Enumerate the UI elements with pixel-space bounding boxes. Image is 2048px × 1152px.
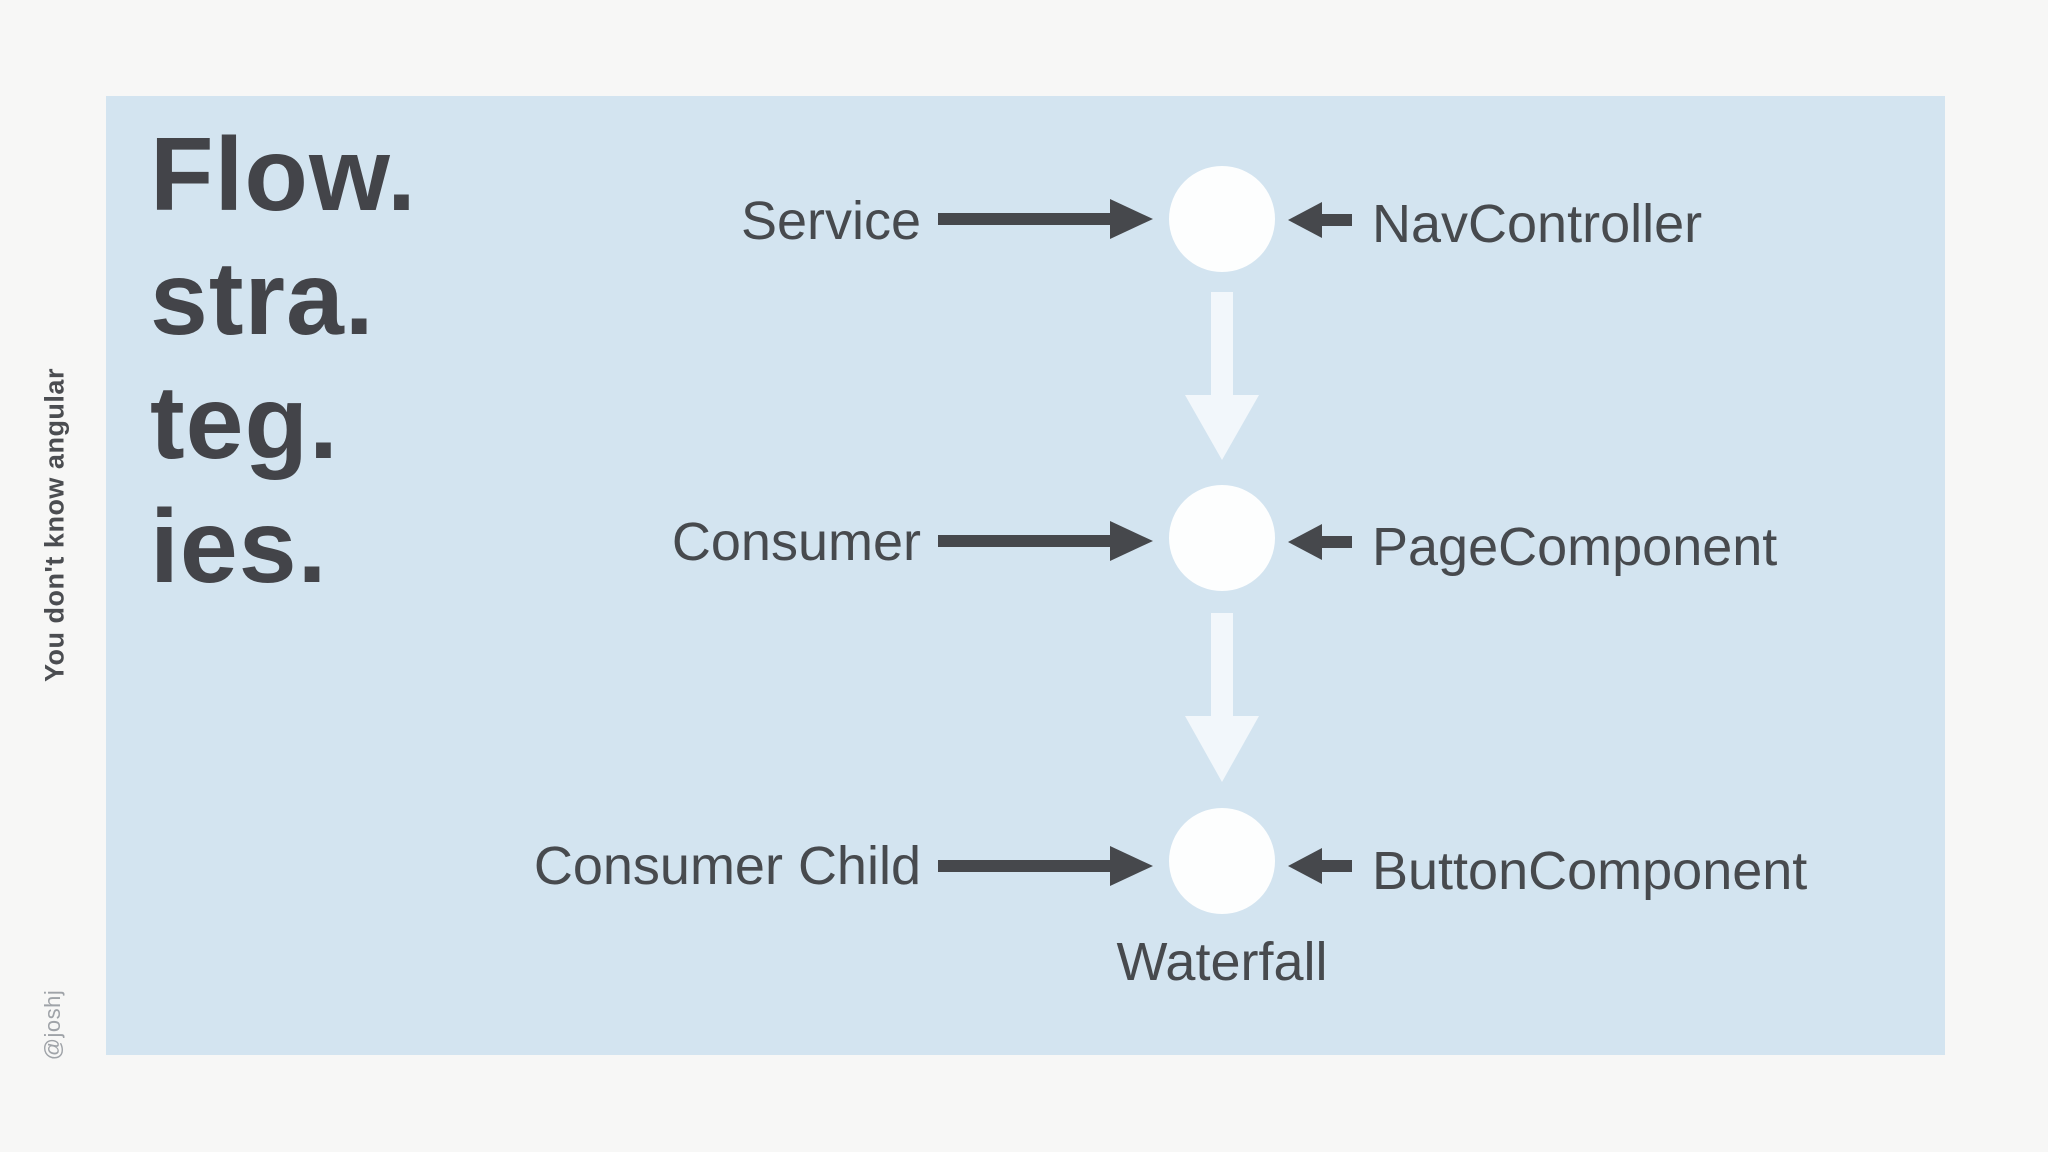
arrow-buttoncomponent-to-node [1288,848,1352,884]
arrow-consumer-child-to-node [938,846,1153,886]
slide-panel [106,96,1945,1055]
arrow-pagecomponent-to-node [1288,524,1352,560]
source-label-consumer: Consumer [671,512,921,572]
source-label-service: Service [740,191,921,251]
side-tagline: You don't know angular [39,368,70,682]
title-line: stra. [150,241,375,357]
source-label-consumer-child: Consumer Child [533,836,921,896]
diagram-caption: Waterfall [1116,932,1328,992]
title-line: teg. [150,365,339,481]
slide-title: Flow. stra. teg. ies. [150,113,417,609]
target-label-buttoncomponent: ButtonComponent [1372,841,1808,901]
title-line: ies. [150,489,328,605]
flow-node-circle-1 [1169,166,1275,272]
flow-down-arrow-2 [1185,613,1259,782]
flow-down-arrow-1 [1185,292,1259,460]
arrow-service-to-node [938,199,1153,239]
flow-node-circle-2 [1169,485,1275,591]
author-handle: @joshj [40,989,65,1061]
title-line: Flow. [150,117,417,233]
target-label-navcontroller: NavController [1372,194,1703,254]
arrow-navcontroller-to-node [1288,202,1352,238]
arrow-consumer-to-node [938,521,1153,561]
target-label-pagecomponent: PageComponent [1372,517,1778,577]
flow-node-circle-3 [1169,808,1275,914]
